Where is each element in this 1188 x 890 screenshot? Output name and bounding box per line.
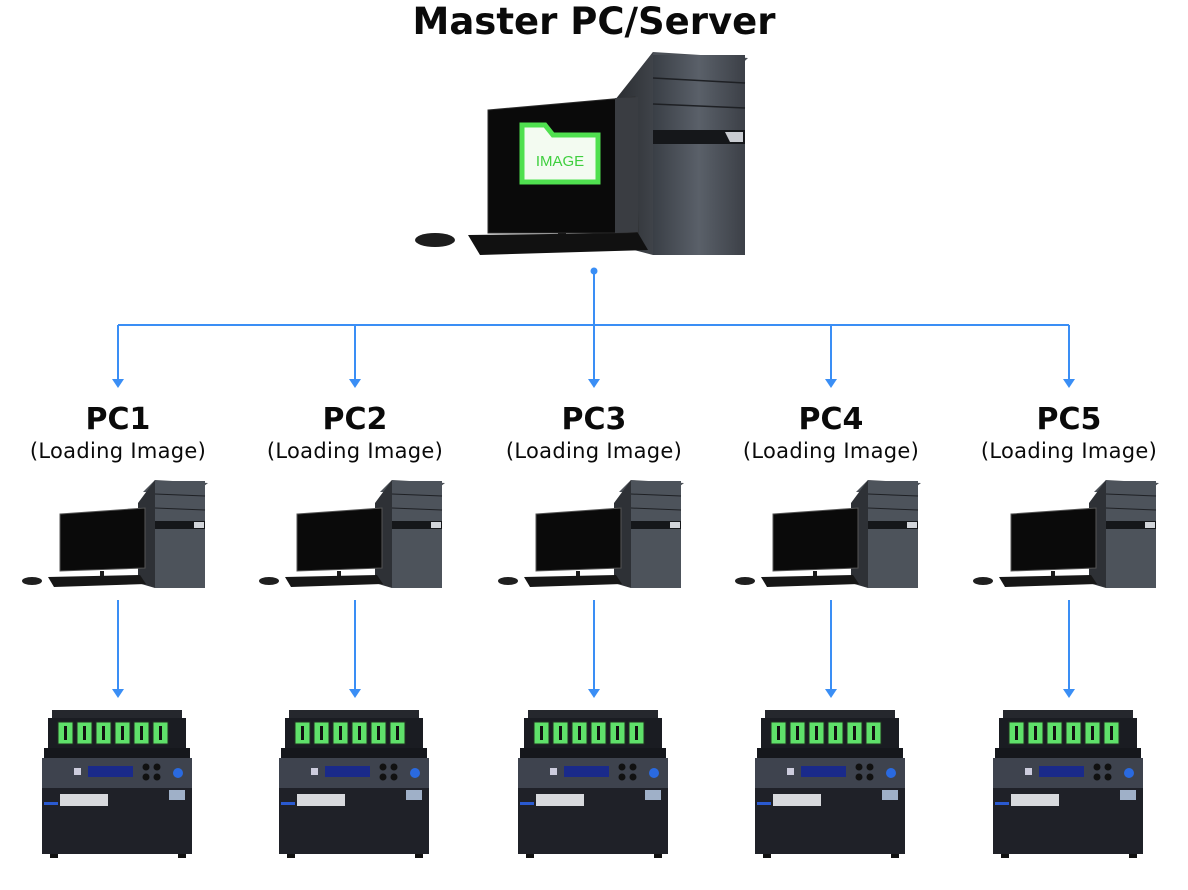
pc-to-duplicator-arrow-4 [825,689,837,698]
client-label-2: PC2(Loading Image) [245,402,465,464]
client-label-1: PC1(Loading Image) [8,402,228,464]
client-label-5: PC5(Loading Image) [959,402,1179,464]
duplicator-4 [749,708,909,860]
client-status: (Loading Image) [29,439,207,463]
diagram-title: Master PC/Server [412,0,776,43]
branch-arrow-2 [349,379,361,388]
branch-arrow-3 [588,379,600,388]
master-pc: IMAGE [410,50,750,265]
client-status: (Loading Image) [742,439,920,463]
client-status: (Loading Image) [505,439,683,463]
duplicator-3 [512,708,672,860]
client-name: PC5 [1036,402,1102,437]
pc-to-duplicator-arrow-1 [112,689,124,698]
pc-to-duplicator-arrow-2 [349,689,361,698]
client-status: (Loading Image) [980,439,1158,463]
screen-label: IMAGE [536,153,584,170]
client-label-3: PC3(Loading Image) [484,402,704,464]
client-name: PC4 [798,402,864,437]
client-name: PC1 [85,402,151,437]
client-pc-5 [969,478,1159,593]
branch-arrow-5 [1063,379,1075,388]
client-pc-4 [731,478,921,593]
keyboard [415,233,648,255]
branch-arrow-4 [825,379,837,388]
client-name: PC2 [322,402,388,437]
client-pc-2 [255,478,445,593]
client-label-4: PC4(Loading Image) [721,402,941,464]
pc-to-duplicator-arrow-5 [1063,689,1075,698]
duplicator-2 [273,708,433,860]
duplicator-1 [36,708,196,860]
client-status: (Loading Image) [266,439,444,463]
client-name: PC3 [561,402,627,437]
pc-to-duplicator-arrow-3 [588,689,600,698]
duplicator-5 [987,708,1147,860]
client-pc-3 [494,478,684,593]
branch-arrow-1 [112,379,124,388]
image-folder-icon: IMAGE [519,122,601,185]
client-pc-1 [18,478,208,593]
